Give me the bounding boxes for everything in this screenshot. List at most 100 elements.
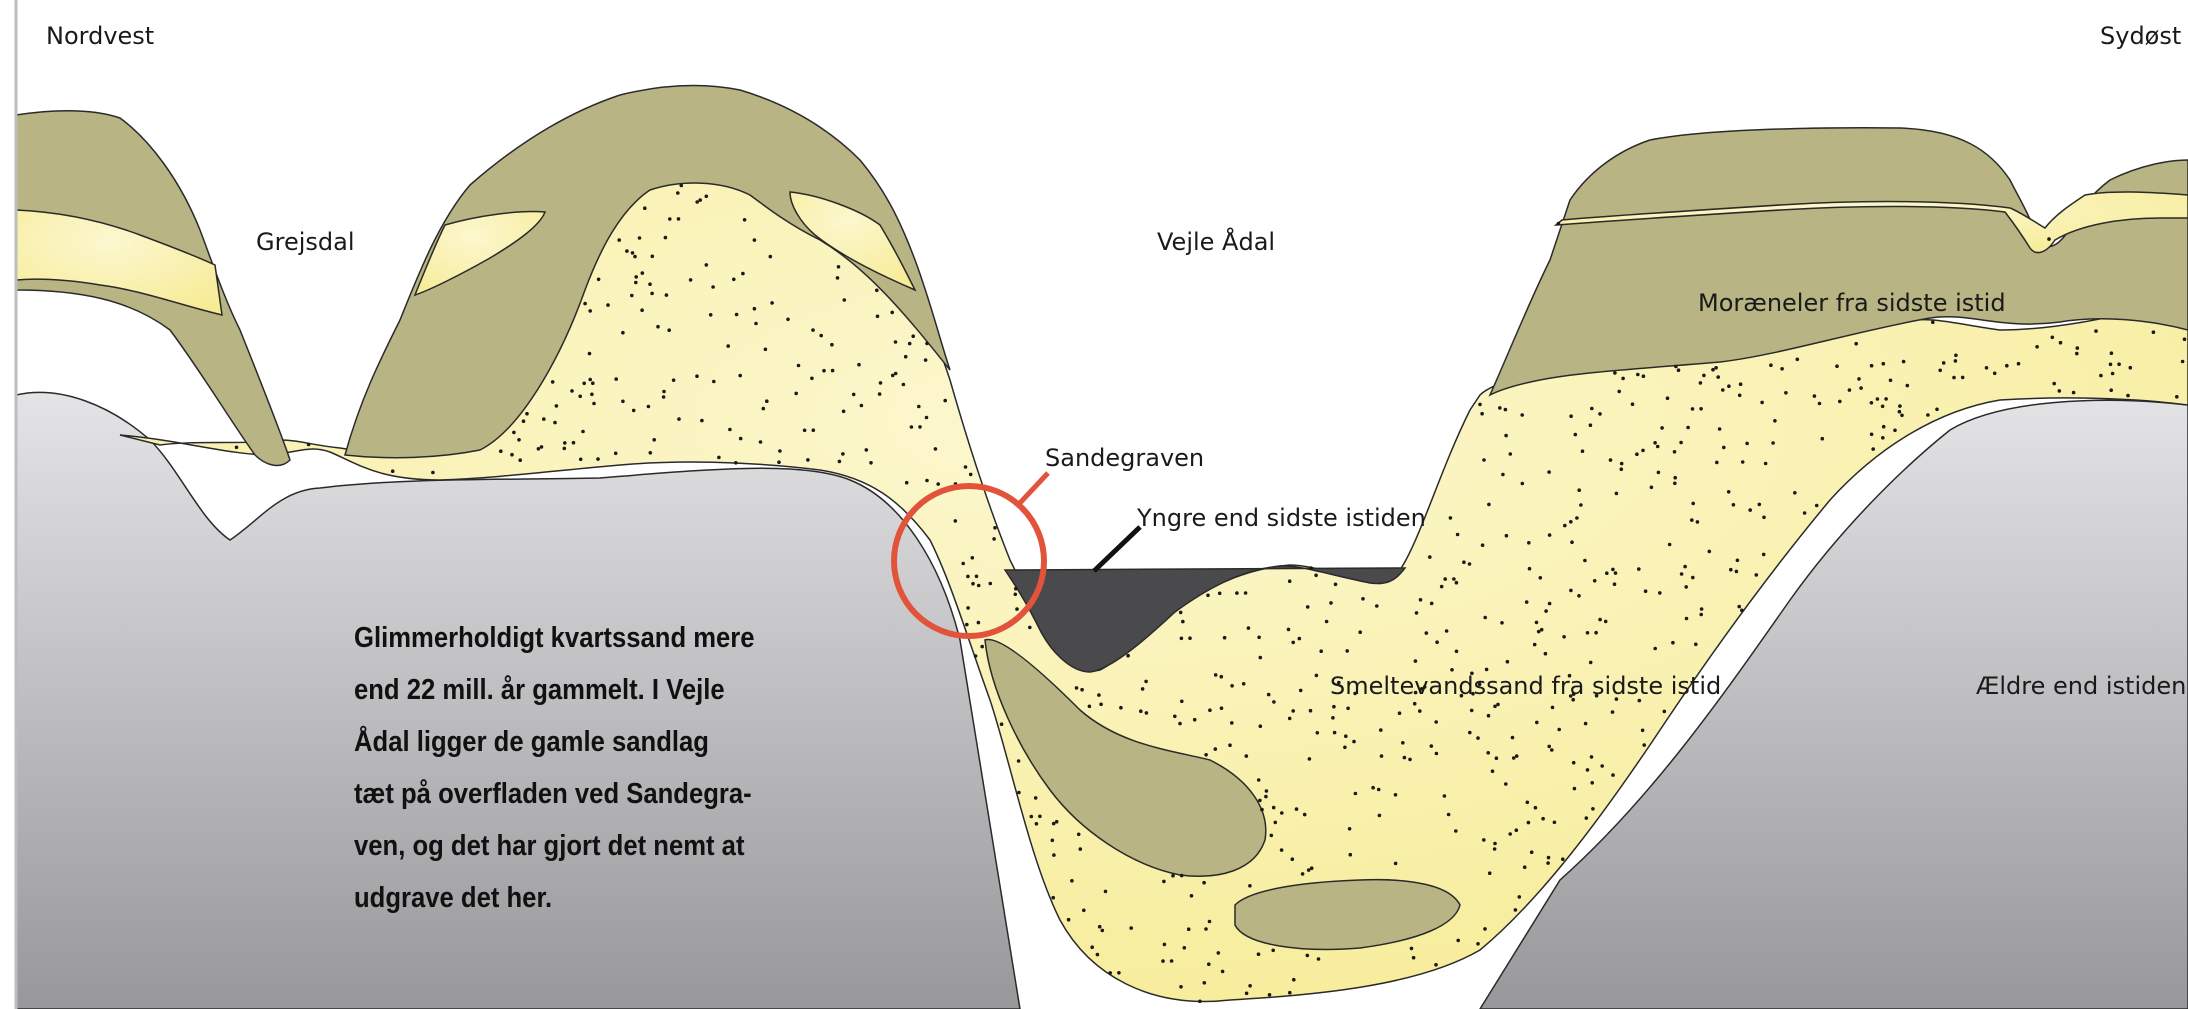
sand-dot [1445, 629, 1449, 633]
sand-dot [842, 410, 846, 414]
sand-dot [1660, 426, 1664, 430]
sand-dot [964, 465, 968, 469]
sand-dot [1547, 745, 1551, 749]
sand-dot [1108, 971, 1112, 975]
sand-dot [1673, 476, 1677, 480]
sand-dot [1590, 781, 1594, 785]
sand-dot [764, 348, 768, 352]
sand-dot [630, 294, 634, 298]
sand-dot [1600, 764, 1604, 768]
sand-dot [1413, 702, 1417, 706]
sand-dot [1525, 600, 1529, 604]
sand-dot [1520, 413, 1524, 417]
sand-dot [1708, 550, 1712, 554]
sand-dot [2058, 389, 2062, 393]
sand-dot [542, 417, 546, 421]
sand-dot [597, 278, 601, 282]
sand-dot [890, 311, 894, 315]
sand-dot [517, 438, 521, 442]
sand-dot [1870, 433, 1874, 437]
sand-dot [1512, 756, 1516, 760]
sand-dot [633, 255, 637, 259]
description-line: Ådal ligger de gamle sandlag [354, 716, 777, 768]
sand-dot [1415, 611, 1419, 615]
sand-dot [1317, 957, 1321, 961]
sand-dot [1685, 617, 1689, 621]
sand-dot [1727, 490, 1731, 494]
sand-dot [1544, 652, 1548, 656]
sand-dot [1815, 504, 1819, 508]
sand-dot [1208, 920, 1212, 924]
sand-dot [1258, 799, 1262, 803]
sand-dot [2126, 394, 2130, 398]
sand-dot [588, 352, 592, 356]
sand-dot [1348, 827, 1352, 831]
sand-dot [1650, 486, 1654, 490]
sand-dot [1193, 718, 1197, 722]
sand-dot [698, 198, 702, 202]
sand-dot [1170, 959, 1174, 963]
sand-dot [1514, 908, 1518, 912]
sand-dot [2109, 363, 2113, 367]
sand-dot [754, 322, 758, 326]
sand-dot [1028, 626, 1032, 630]
sand-dot [1716, 375, 1720, 379]
sand-dot [1547, 856, 1551, 860]
sand-dot [1271, 949, 1275, 953]
sand-dot [1361, 597, 1365, 601]
sand-dot [1702, 374, 1706, 378]
sand-dot [911, 334, 915, 338]
sand-dot [1526, 801, 1530, 805]
sand-dot [1309, 566, 1313, 570]
sand-dot [617, 238, 621, 242]
sand-dot [1332, 705, 1336, 709]
sand-dot [1377, 788, 1381, 792]
sand-dot [966, 606, 970, 610]
sand-dot [869, 461, 873, 465]
sand-dot [830, 343, 834, 347]
sand-dot [1635, 452, 1639, 456]
sand-dot [1259, 656, 1263, 660]
sand-dot [1344, 734, 1348, 738]
sand-dot [1352, 740, 1356, 744]
sand-dot [1449, 516, 1453, 520]
sand-dot [1230, 721, 1234, 725]
sand-dot [1745, 442, 1749, 446]
sand-dot [1736, 559, 1740, 563]
sand-dot [649, 451, 653, 455]
sand-dot [2183, 337, 2187, 341]
sand-dot [1500, 621, 1504, 625]
sand-dot [614, 452, 618, 456]
sand-dot [1535, 621, 1539, 625]
sand-dot [1117, 971, 1121, 975]
sand-dot [1202, 881, 1206, 885]
sand-dot [1333, 731, 1337, 735]
sand-dot [1214, 673, 1218, 677]
sand-dot [1528, 567, 1532, 571]
sand-dot [1248, 984, 1252, 988]
sand-dot [709, 313, 713, 317]
sand-dot [1295, 807, 1299, 811]
sand-dot [2075, 352, 2079, 356]
label-yngre: Yngre end sidste istiden [1136, 504, 1426, 532]
sand-dot [1553, 821, 1557, 825]
sand-dot [1204, 927, 1208, 931]
sand-dot [735, 313, 739, 317]
sand-dot [1298, 637, 1302, 641]
sand-dot [1585, 816, 1589, 820]
sand-dot [1577, 488, 1581, 492]
sand-dot [1870, 401, 1874, 405]
sand-dot [1244, 591, 1248, 595]
sand-dot [1677, 368, 1681, 372]
sand-dot [838, 460, 842, 464]
sand-dot [1163, 943, 1167, 947]
sand-dot [563, 441, 567, 445]
sand-dot [1488, 871, 1492, 875]
sand-dot [1550, 748, 1554, 752]
sand-dot [1235, 591, 1239, 595]
yngre-pointer [1094, 527, 1140, 571]
sand-dot [1280, 848, 1284, 852]
sand-dot [975, 575, 979, 579]
sand-dot [1508, 832, 1512, 836]
